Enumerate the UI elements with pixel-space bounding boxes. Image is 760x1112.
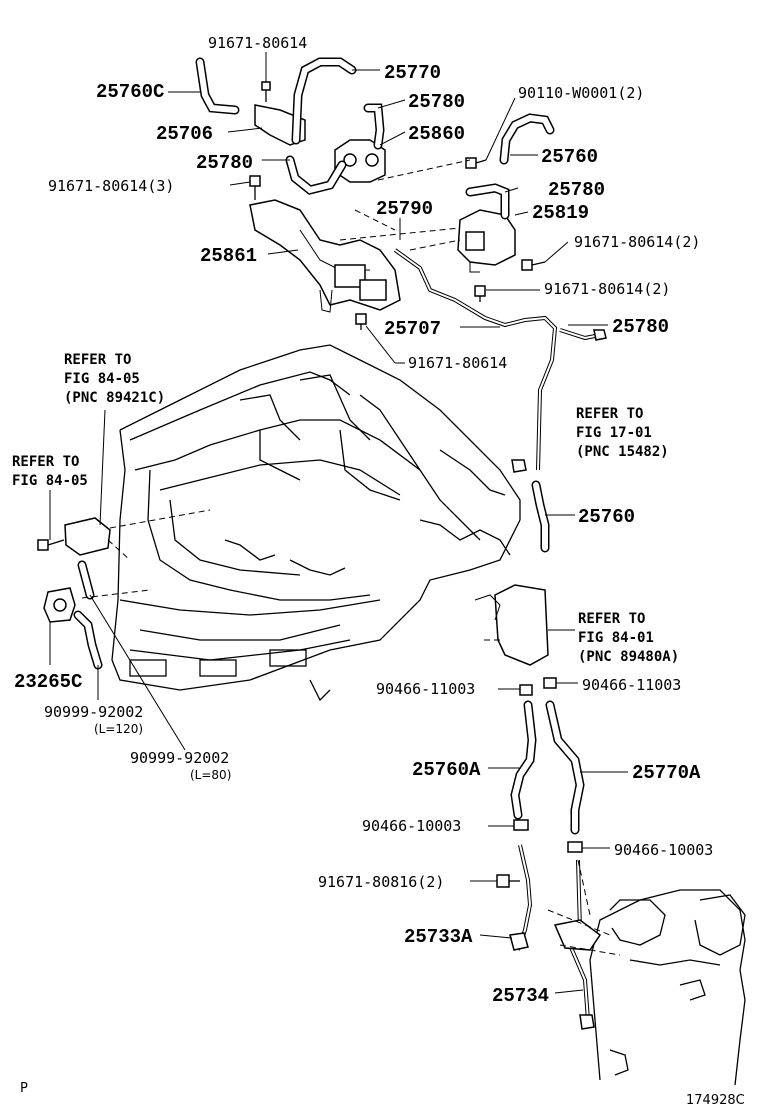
corner-mark: P — [20, 1081, 28, 1096]
label-90999-92002-a: 90999-92002 — [44, 703, 143, 721]
label-90466-11003-b: 90466-11003 — [582, 676, 681, 694]
hoses — [73, 57, 585, 835]
label-90466-10003-b: 90466-10003 — [614, 841, 713, 859]
label-25780-b: 25780 — [196, 152, 253, 174]
label-25819: 25819 — [532, 202, 589, 224]
ref-15482-line1: REFER TO — [576, 406, 643, 422]
label-25706: 25706 — [156, 123, 213, 145]
label-91671-80614-top: 91671-80614 — [208, 34, 307, 52]
label-25780-d: 25780 — [612, 316, 669, 338]
ref-84-05-line2: FIG 84-05 — [12, 473, 88, 489]
label-25760-mid: 25760 — [578, 506, 635, 528]
reference-notes: REFER TO FIG 84-05 (PNC 89421C) REFER TO… — [12, 352, 679, 665]
label-90999-92002-b: 90999-92002 — [130, 749, 229, 767]
ref-89480a-line3: (PNC 89480A) — [578, 649, 679, 665]
leader-lines — [49, 52, 628, 994]
ref-89480a-line1: REFER TO — [578, 611, 645, 627]
label-91671-80614-3: 91671-80614(3) — [48, 177, 174, 195]
label-90999-92002-b-length: (L=80) — [190, 768, 231, 782]
label-25780-a: 25780 — [408, 91, 465, 113]
label-91671-80816: 91671-80816(2) — [318, 873, 444, 891]
label-90110-W0001: 90110-W0001(2) — [518, 84, 644, 102]
label-25760-top: 25760 — [541, 146, 598, 168]
label-25780-c: 25780 — [548, 179, 605, 201]
label-25770: 25770 — [384, 62, 441, 84]
engine-block-drawing — [111, 344, 521, 702]
label-25770A: 25770A — [632, 762, 701, 784]
label-90466-11003-a: 90466-11003 — [376, 680, 475, 698]
label-90466-10003-a: 90466-10003 — [362, 817, 461, 835]
ref-15482-line2: FIG 17-01 — [576, 425, 652, 441]
ref-84-05-line1: REFER TO — [12, 454, 79, 470]
ref-89480a-line2: FIG 84-01 — [578, 630, 654, 646]
label-25861: 25861 — [200, 245, 257, 267]
ref-89421c-line3: (PNC 89421C) — [64, 390, 165, 406]
label-23265C: 23265C — [14, 671, 82, 693]
label-25733A: 25733A — [404, 926, 473, 948]
part-labels: 91671-80614 25770 25760C 90110-W0001(2) … — [14, 34, 713, 1007]
label-91671-80614-2a: 91671-80614(2) — [574, 233, 700, 251]
ref-15482-line3: (PNC 15482) — [576, 444, 669, 460]
label-90999-92002-a-length: (L=120) — [94, 722, 143, 736]
ref-89421c-line2: FIG 84-05 — [64, 371, 140, 387]
label-25860: 25860 — [408, 123, 465, 145]
label-25707: 25707 — [384, 318, 441, 340]
transmission-drawing — [589, 889, 746, 1086]
label-25760C: 25760C — [96, 81, 164, 103]
label-91671-80614-2b: 91671-80614(2) — [544, 280, 670, 298]
footer: P 174928C — [20, 1081, 745, 1108]
drawing-number: 174928C — [686, 1093, 745, 1108]
ref-89421c-line1: REFER TO — [64, 352, 131, 368]
pipes — [37, 248, 607, 1030]
label-25790: 25790 — [376, 198, 433, 220]
label-25734: 25734 — [492, 985, 549, 1007]
label-25760A: 25760A — [412, 759, 481, 781]
label-91671-80614-mid: 91671-80614 — [408, 354, 507, 372]
